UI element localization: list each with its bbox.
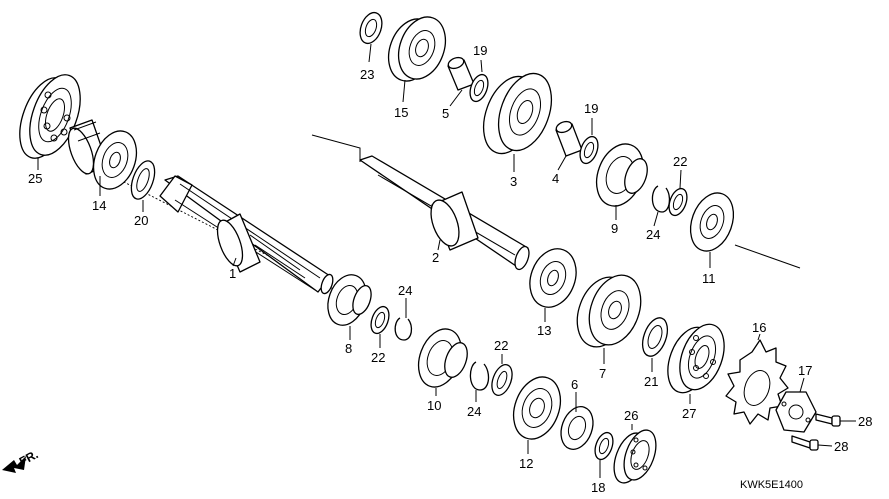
callout-22-countershaft: 22 [673,154,687,169]
callout-7: 7 [599,366,606,381]
callout-19-lower: 19 [584,101,598,116]
washer-22-center [491,364,513,396]
washer-18 [594,431,614,461]
bolt-28-upper [815,413,841,427]
washer-19-upper [469,73,489,103]
washer-23 [359,11,383,45]
callout-22-mainshaft: 22 [371,350,385,365]
callout-3: 3 [510,174,517,189]
ball-bearing-25 [19,74,81,159]
countershaft-axis-line-end [734,244,801,269]
gear-8 [327,274,372,326]
callout-11: 11 [702,271,716,286]
callout-27: 27 [682,406,696,421]
gear-12 [512,376,562,440]
washer-20 [130,160,156,200]
bolt-28-lower [791,435,819,451]
callout-26: 26 [624,408,638,423]
countershaft-axis-line [311,134,361,162]
mainshaft-1 [159,175,334,295]
callout-6: 6 [571,377,578,392]
callout-1: 1 [229,266,236,281]
ball-bearing-27 [667,323,725,394]
gear-15 [387,16,447,82]
callout-14: 14 [92,198,106,213]
callout-15: 15 [394,105,408,120]
callout-21: 21 [644,374,658,389]
bushing-4 [555,120,583,157]
callout-22-center: 22 [494,338,508,353]
callout-18: 18 [591,480,605,495]
front-direction-arrow-icon [2,456,26,473]
gear-3 [482,72,553,155]
callout-13: 13 [537,323,551,338]
callout-labels: 23 15 5 19 3 4 19 9 24 22 11 2 1 25 14 2… [28,43,872,495]
circlip-24-mainshaft [394,317,413,341]
callout-16: 16 [752,320,766,335]
washer-21 [641,317,669,357]
fixing-plate-17 [775,391,817,433]
callout-2: 2 [432,250,439,265]
gear-6 [560,406,594,450]
bushing-5 [447,56,475,91]
gear-10 [417,328,468,388]
callout-5: 5 [442,106,449,121]
callout-25: 25 [28,171,42,186]
gear-14 [67,119,138,190]
reference-code: KWK5E1400 [740,479,803,491]
gear-11 [689,192,735,252]
drive-sprocket-16 [725,339,789,425]
gear-7 [576,274,642,348]
gear-13 [529,248,577,308]
gear-9 [595,143,648,207]
callout-28-upper: 28 [858,414,872,429]
callout-23: 23 [360,67,374,82]
callout-12: 12 [519,456,533,471]
callout-20: 20 [134,213,148,228]
callout-17: 17 [798,363,812,378]
callout-24-mainshaft: 24 [398,283,412,298]
washer-22-mainshaft [370,305,390,335]
circlip-24-center [469,361,490,391]
ball-bearing-26 [613,429,657,484]
callout-8: 8 [345,341,352,356]
callout-4: 4 [552,171,559,186]
washer-19-lower [579,135,599,165]
callout-28-lower: 28 [834,439,848,454]
callout-10: 10 [427,398,441,413]
callout-24-countershaft: 24 [646,227,660,242]
callout-19-upper: 19 [473,43,487,58]
leader-lines [37,43,856,478]
callout-24-center: 24 [467,404,481,419]
callout-9: 9 [611,221,618,236]
circlip-24-countershaft [651,185,671,213]
washer-22-countershaft [668,187,688,217]
countershaft-2 [359,155,530,271]
